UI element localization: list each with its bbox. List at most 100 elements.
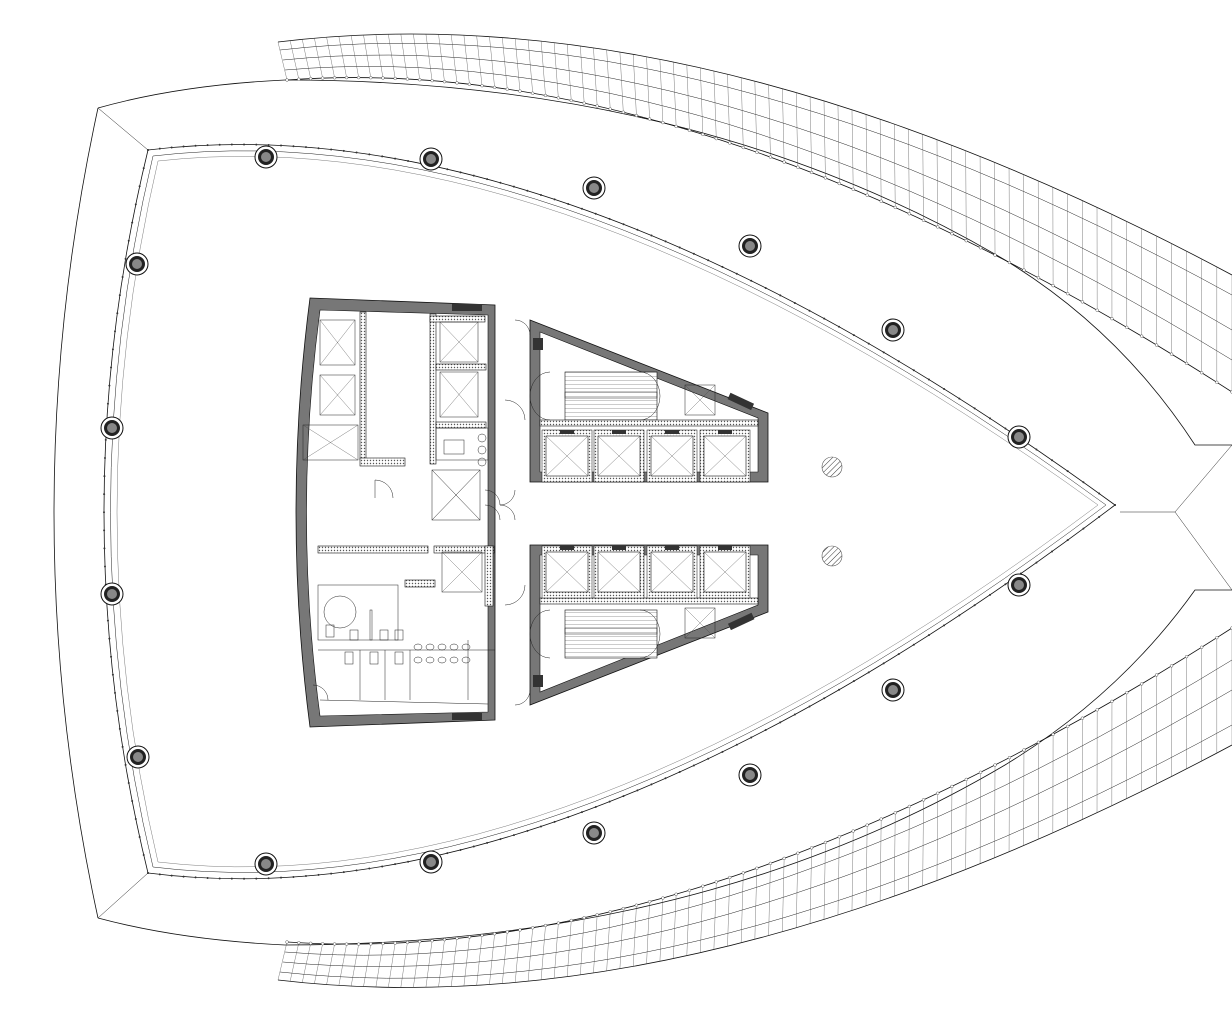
trellis-louvre [540, 925, 546, 980]
trellis-louvre [727, 877, 730, 947]
trellis-louvre [740, 77, 744, 148]
trellis-louvre [425, 34, 433, 81]
trellis-louvre [809, 96, 812, 173]
trellis-louvre [314, 943, 323, 984]
elevator-car [593, 545, 645, 599]
structural-column [738, 763, 762, 787]
trellis-louvre [713, 70, 717, 139]
trellis-louvre [350, 944, 359, 987]
trellis-louvre [894, 812, 896, 897]
trellis-louvre [314, 38, 323, 79]
elevator-bank-lower [541, 545, 751, 599]
trellis-louvre [837, 836, 840, 916]
trellis-louvre [567, 920, 572, 977]
trellis-louvre [673, 62, 677, 127]
service-lift-5 [439, 371, 479, 418]
trellis-louvre [489, 36, 495, 88]
structural-column [100, 416, 124, 440]
structural-column [1007, 573, 1031, 597]
trellis-louvre [823, 842, 826, 920]
trellis-louvre [837, 105, 840, 184]
curtain-wall [103, 143, 1116, 880]
elevator-car [593, 429, 645, 483]
trellis-louvre [580, 917, 585, 975]
trellis-louvre [768, 863, 771, 936]
trellis-louvre [350, 35, 359, 78]
trellis-louvre [277, 41, 288, 81]
elevator-car [699, 545, 751, 599]
trellis-louvre [936, 139, 938, 227]
trellis-louvre [438, 939, 445, 988]
elevator-bank-upper [541, 429, 751, 483]
trellis-louvre [388, 34, 396, 79]
trellis-louvre [463, 936, 470, 987]
structural-column [254, 852, 278, 876]
trellis-louvre [580, 45, 585, 104]
trellis-louvre [363, 34, 371, 78]
toilets [312, 584, 495, 705]
trellis-louvre [593, 914, 598, 973]
elevator-car [646, 545, 698, 599]
trellis-louvre [646, 901, 650, 964]
trellis-louvre [713, 881, 717, 950]
trellis-louvre [438, 34, 445, 82]
service-lift-4 [439, 321, 479, 363]
trellis-louvre [540, 41, 546, 96]
trellis-louvre [400, 942, 408, 988]
structural-column [582, 176, 606, 200]
trellis-louvre [908, 129, 910, 214]
stair-lower [529, 597, 759, 659]
trellis-louvre [865, 825, 868, 906]
trellis-louvre [363, 943, 371, 987]
trellis-louvre [823, 100, 826, 178]
structural-column [254, 145, 278, 169]
trellis-louvre [567, 44, 572, 101]
core [295, 297, 769, 728]
trellis-louvre [633, 54, 637, 116]
structural-column [582, 821, 606, 845]
elevator-car [541, 545, 593, 599]
terrace-outline [53, 79, 1232, 946]
trellis-louvre [606, 49, 611, 110]
trellis-louvre [908, 806, 910, 892]
structural-column [125, 252, 149, 276]
trellis-louvre [451, 938, 458, 987]
trellis-louvre [979, 772, 981, 864]
trellis-louvre [515, 38, 521, 92]
trellis-louvre [553, 923, 559, 979]
trellis-louvre [388, 943, 396, 988]
trellis-louvre [965, 779, 967, 870]
trellis-louvre [782, 858, 785, 932]
bottom-trellis [277, 626, 1232, 988]
trellis-louvre [686, 890, 690, 956]
trellis-louvre [289, 40, 299, 80]
service-lift-1 [319, 319, 356, 366]
structural-column [126, 745, 150, 769]
trellis-louvre [646, 56, 650, 119]
trellis-louvre [768, 84, 771, 158]
trellis-louvre [338, 944, 347, 986]
trellis-louvre [865, 114, 868, 196]
trellis-louvre [965, 150, 967, 241]
trellis-louvre [515, 929, 521, 983]
trellis-louvre [277, 941, 288, 981]
trellis-louvre [936, 793, 938, 881]
trellis-louvre [673, 894, 677, 959]
structural-column [738, 234, 762, 258]
service-lift-6 [441, 551, 483, 593]
trellis-louvre [527, 927, 533, 982]
trellis-louvre [553, 42, 559, 98]
trellis-louvre [476, 935, 483, 986]
trellis-louvre [686, 64, 690, 131]
trellis-louvre [326, 943, 335, 985]
trellis-louvre [922, 134, 924, 221]
trellis-louvre [951, 786, 953, 876]
trellis-louvre [338, 36, 347, 78]
trellis-louvre [400, 33, 408, 80]
structural-column [419, 147, 443, 171]
structural-column [100, 582, 124, 606]
service-lift-3 [302, 424, 359, 461]
trellis-louvre [879, 819, 882, 902]
elevator-car [646, 429, 698, 483]
